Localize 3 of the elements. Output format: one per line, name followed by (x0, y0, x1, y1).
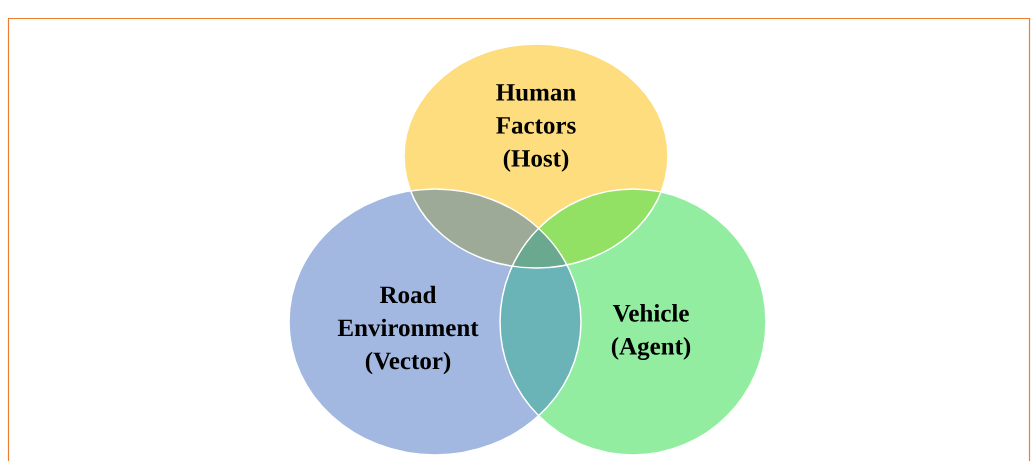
circle-label: Road Environment (Vector) (337, 285, 479, 375)
circle-label: Human Factors (Host) (496, 84, 576, 172)
circle-label: Vehicle (Agent) (611, 304, 691, 360)
